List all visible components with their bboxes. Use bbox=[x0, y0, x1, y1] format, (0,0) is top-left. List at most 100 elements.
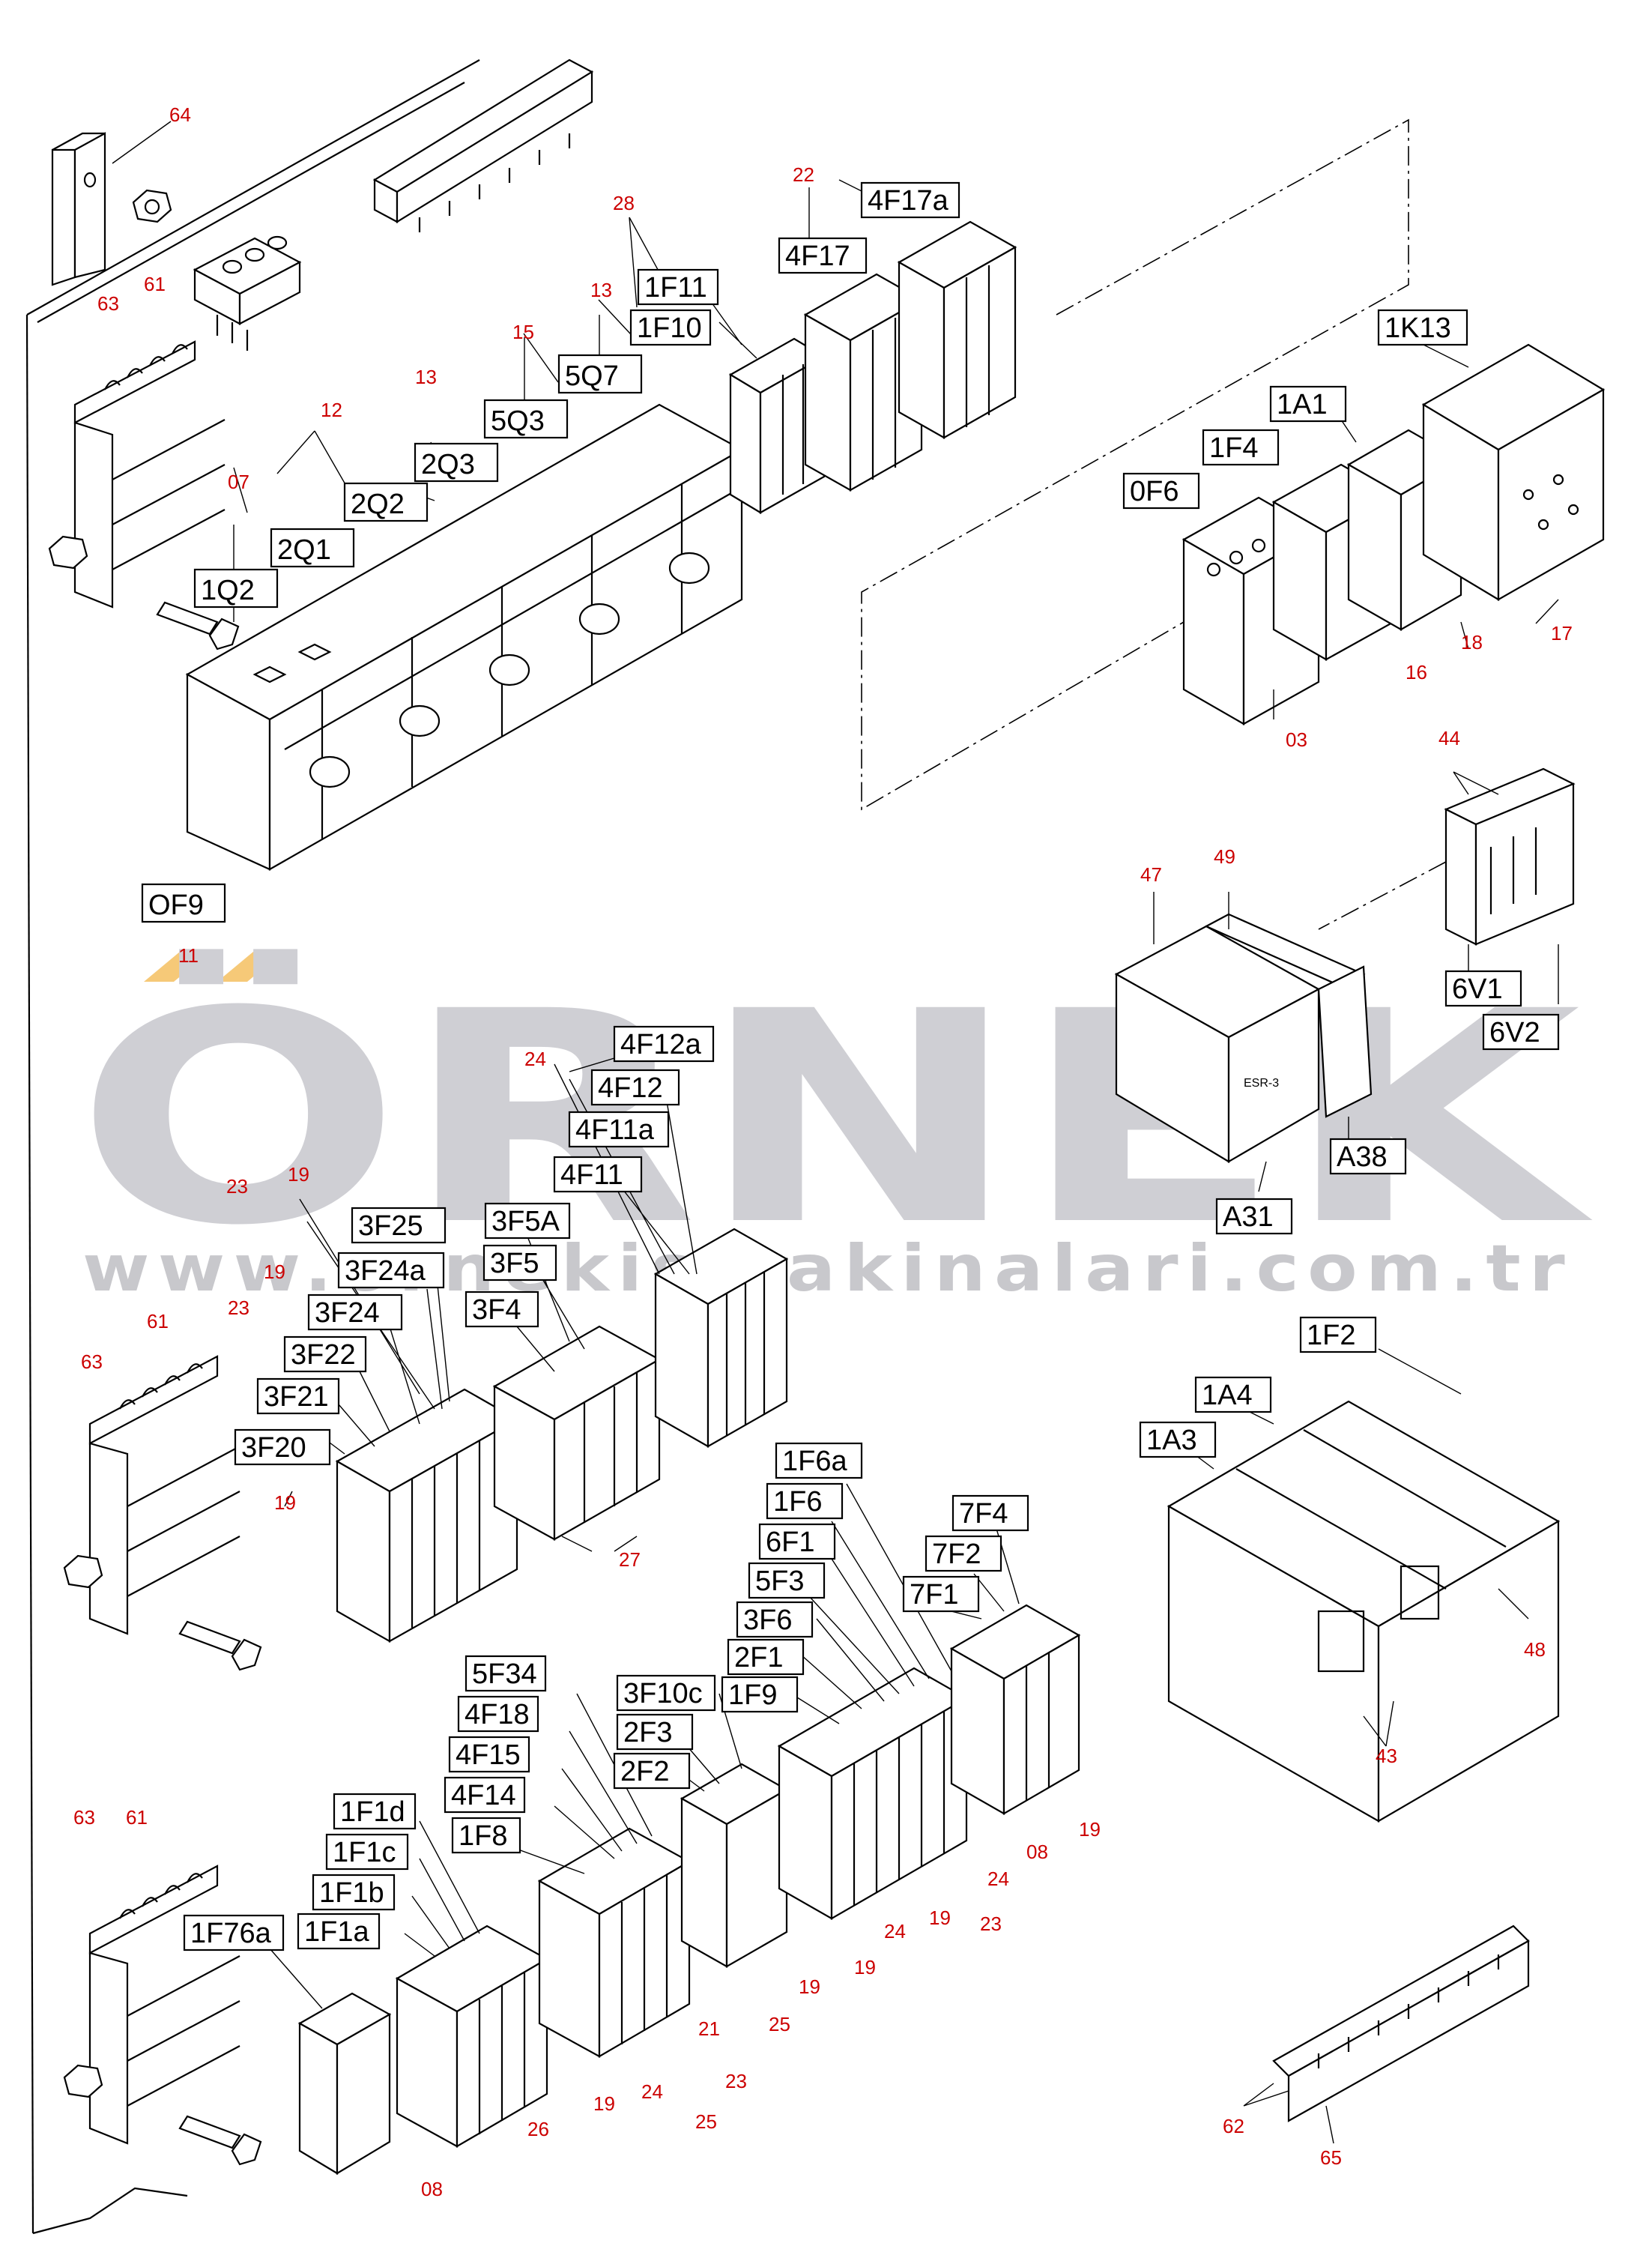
device-A31: ESR-3 bbox=[1114, 925, 1321, 1163]
label-1F10: 1F10 bbox=[629, 309, 712, 346]
label-2F3: 2F3 bbox=[616, 1713, 694, 1751]
watermark: ÖRNEK www.ornekismakinalari.com.tr bbox=[75, 946, 1595, 1306]
label-1F6: 1F6 bbox=[766, 1482, 844, 1520]
num-27: 27 bbox=[619, 1548, 641, 1571]
label-1A3: 1A3 bbox=[1139, 1421, 1217, 1458]
label-3F21: 3F21 bbox=[256, 1377, 340, 1415]
label-3F22: 3F22 bbox=[283, 1335, 367, 1373]
num-24-a: 24 bbox=[987, 1868, 1009, 1890]
breaker-4F17a bbox=[897, 220, 1017, 439]
svg-text:5F34: 5F34 bbox=[472, 1658, 537, 1690]
breaker-group-2F2-3F10c bbox=[680, 1763, 789, 1968]
label-5Q3: 5Q3 bbox=[483, 399, 569, 439]
label-5F3: 5F3 bbox=[748, 1562, 826, 1599]
svg-text:1K13: 1K13 bbox=[1385, 313, 1451, 344]
label-2F2: 2F2 bbox=[613, 1752, 691, 1790]
svg-text:1F1d: 1F1d bbox=[340, 1796, 405, 1828]
svg-text:2F2: 2F2 bbox=[620, 1756, 669, 1787]
label-4F12a: 4F12a bbox=[613, 1025, 715, 1063]
svg-text:3F6: 3F6 bbox=[743, 1605, 792, 1636]
breaker-group-1F8-5F34 bbox=[537, 1827, 692, 2058]
breaker-group-4F11-4F12a bbox=[653, 1228, 789, 1448]
label-7F2: 7F2 bbox=[925, 1535, 1002, 1572]
label-7F1: 7F1 bbox=[902, 1575, 980, 1613]
label-3F6: 3F6 bbox=[736, 1601, 814, 1638]
num-62: 62 bbox=[1223, 2115, 1244, 2137]
label-5F34: 5F34 bbox=[465, 1655, 547, 1692]
num-08-b: 08 bbox=[421, 2178, 443, 2200]
svg-text:1F11: 1F11 bbox=[644, 272, 707, 304]
num-19-d: 19 bbox=[929, 1907, 951, 1929]
num-11: 11 bbox=[178, 944, 199, 967]
num-63-b: 63 bbox=[73, 1806, 95, 1829]
svg-text:5Q3: 5Q3 bbox=[491, 405, 545, 437]
label-2Q1: 2Q1 bbox=[270, 528, 355, 568]
num-23-a: 23 bbox=[226, 1175, 248, 1198]
label-6F1: 6F1 bbox=[758, 1523, 836, 1560]
num-25-b: 25 bbox=[695, 2110, 717, 2133]
svg-text:A38: A38 bbox=[1337, 1141, 1388, 1173]
label-2Q2: 2Q2 bbox=[343, 482, 429, 522]
svg-text:1Q2: 1Q2 bbox=[201, 575, 255, 606]
label-4F17: 4F17 bbox=[778, 237, 868, 274]
label-7F4: 7F4 bbox=[951, 1494, 1029, 1532]
label-1F4: 1F4 bbox=[1202, 429, 1280, 466]
svg-text:4F12: 4F12 bbox=[598, 1072, 663, 1104]
label-3F20: 3F20 bbox=[234, 1428, 331, 1466]
label-3F5: 3F5 bbox=[482, 1244, 557, 1282]
label-1A4: 1A4 bbox=[1194, 1376, 1272, 1413]
label-1F6a: 1F6a bbox=[775, 1442, 863, 1479]
svg-text:3F22: 3F22 bbox=[291, 1339, 356, 1371]
breaker-group-1F9-1F6a bbox=[777, 1667, 969, 1920]
label-4F18: 4F18 bbox=[457, 1695, 539, 1733]
svg-text:0F6: 0F6 bbox=[1130, 476, 1179, 507]
num-13a: 13 bbox=[590, 279, 612, 301]
label-A31: A31 bbox=[1215, 1198, 1293, 1235]
item-numbers: 64 63 61 28 22 13 15 13 12 07 11 03 16 1… bbox=[73, 103, 1573, 2200]
label-2Q3: 2Q3 bbox=[414, 442, 499, 483]
label-4F11: 4F11 bbox=[553, 1156, 643, 1193]
label-4F11a: 4F11a bbox=[568, 1111, 670, 1148]
device-1K13 bbox=[1421, 343, 1606, 601]
label-4F17a: 4F17a bbox=[860, 181, 960, 219]
svg-text:1F1b: 1F1b bbox=[319, 1877, 384, 1909]
svg-text:5Q7: 5Q7 bbox=[565, 360, 619, 392]
num-25-a: 25 bbox=[769, 2013, 790, 2035]
num-19-e: 19 bbox=[854, 1956, 876, 1978]
svg-text:3F24: 3F24 bbox=[315, 1297, 380, 1329]
label-6V1: 6V1 bbox=[1444, 970, 1522, 1007]
svg-text:7F4: 7F4 bbox=[959, 1498, 1008, 1530]
num-61: 61 bbox=[144, 273, 166, 295]
watermark-umlaut-left bbox=[144, 952, 210, 982]
num-26: 26 bbox=[527, 2118, 549, 2140]
svg-text:1F9: 1F9 bbox=[728, 1679, 777, 1711]
svg-text:4F17: 4F17 bbox=[785, 241, 850, 272]
num-18: 18 bbox=[1461, 631, 1483, 653]
label-1F1a: 1F1a bbox=[297, 1913, 381, 1950]
svg-text:1F6a: 1F6a bbox=[782, 1446, 847, 1477]
num-21: 21 bbox=[698, 2017, 720, 2040]
device-label-esr: ESR-3 bbox=[1244, 1077, 1279, 1090]
watermark-url: www.ornekismakinalari.com.tr bbox=[82, 1231, 1573, 1306]
breaker-group-1F1 bbox=[395, 1925, 549, 2148]
label-3F10c: 3F10c bbox=[616, 1674, 716, 1712]
svg-text:3F4: 3F4 bbox=[472, 1294, 521, 1326]
num-19-c: 19 bbox=[274, 1491, 296, 1514]
svg-text:4F11: 4F11 bbox=[560, 1159, 623, 1191]
num-13b: 13 bbox=[415, 366, 437, 388]
num-48: 48 bbox=[1524, 1638, 1546, 1661]
label-4F12: 4F12 bbox=[590, 1069, 680, 1106]
label-3F4: 3F4 bbox=[465, 1291, 539, 1328]
svg-text:6V1: 6V1 bbox=[1452, 973, 1503, 1005]
label-1F76a: 1F76a bbox=[183, 1914, 285, 1951]
svg-text:1F1a: 1F1a bbox=[304, 1916, 369, 1948]
num-23-c: 23 bbox=[980, 1913, 1002, 1935]
label-1F1d: 1F1d bbox=[333, 1793, 417, 1830]
svg-text:1F4: 1F4 bbox=[1209, 432, 1258, 464]
svg-text:6F1: 6F1 bbox=[766, 1527, 814, 1558]
din-holder-top bbox=[48, 340, 240, 650]
svg-text:3F20: 3F20 bbox=[241, 1432, 306, 1464]
num-61-b: 61 bbox=[126, 1806, 148, 1829]
label-5Q7: 5Q7 bbox=[557, 354, 643, 394]
svg-text:4F18: 4F18 bbox=[465, 1699, 530, 1730]
